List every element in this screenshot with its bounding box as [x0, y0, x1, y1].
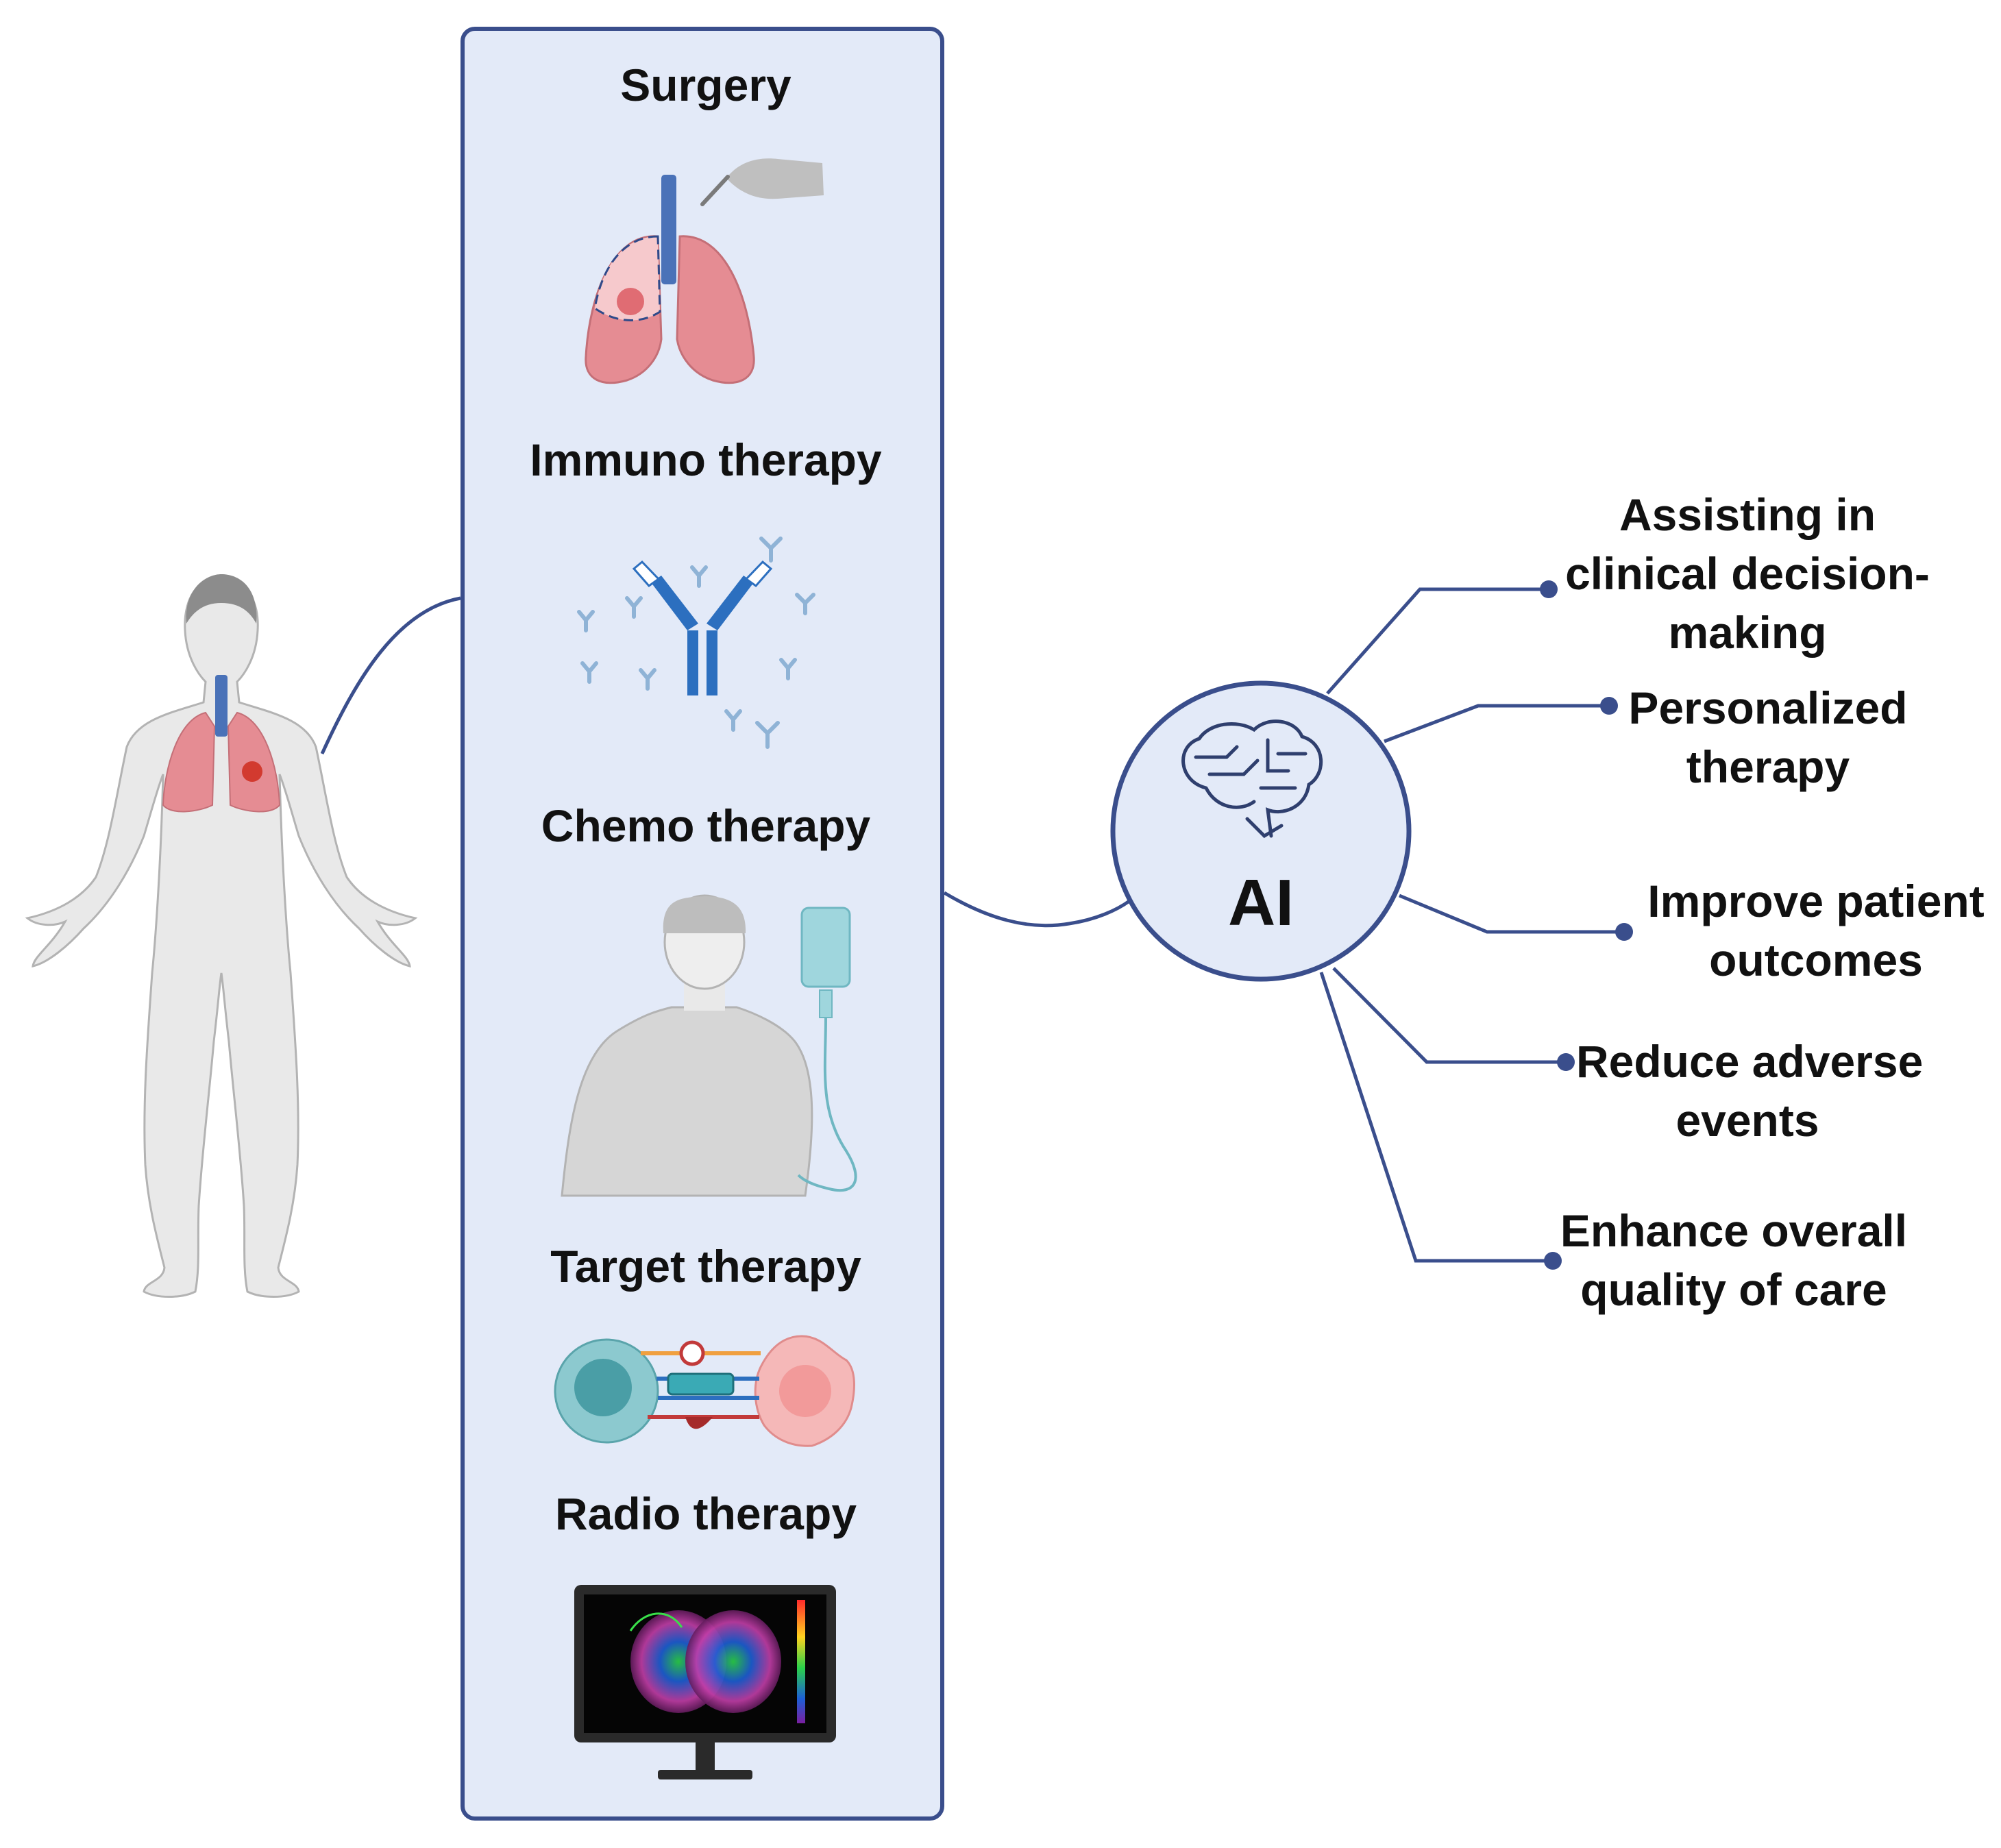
iv-chamber [819, 989, 833, 1018]
tumor [617, 288, 644, 315]
target-therapy-cells-icon [554, 1335, 855, 1447]
benefit-3-line-2: outcomes [1709, 935, 1923, 985]
main-antibody [632, 560, 773, 695]
ai-label: AI [1228, 866, 1294, 939]
branch-3-dot [1615, 923, 1633, 941]
chemotherapy-label: Chemo therapy [541, 800, 871, 851]
branch-5-line [1319, 972, 1551, 1263]
connectors [320, 587, 1622, 1263]
beanie [663, 896, 746, 933]
monitor-neck [696, 1742, 715, 1770]
benefit-4-line-2: events [1675, 1095, 1819, 1146]
right-lung [676, 235, 755, 384]
benefit-2-line-1: Personalized [1628, 682, 1908, 733]
branch-1-dot [1540, 580, 1558, 598]
scalpel [700, 175, 730, 206]
benefit-3-line-1: Improve patient [1647, 876, 1985, 926]
trachea [215, 675, 228, 737]
immunotherapy-label: Immuno therapy [530, 434, 882, 485]
benefit-1-line-1: Assisting in [1619, 489, 1876, 540]
monitor-base [658, 1770, 752, 1779]
antibody-icon [577, 537, 815, 749]
branch-2-dot [1600, 697, 1618, 715]
benefit-4-line-1: Reduce adverse [1576, 1036, 1924, 1087]
small-antibodies [577, 537, 815, 749]
panel-to-ai-connector [943, 891, 1131, 928]
target-therapy-label: Target therapy [550, 1241, 861, 1292]
chemo-patient-icon [561, 894, 857, 1197]
immune-cell-nucleus [574, 1359, 632, 1416]
iv-bag [800, 907, 851, 988]
ct-scan-right [685, 1610, 781, 1713]
branch-1-line [1326, 587, 1547, 695]
iv-line [797, 1017, 857, 1192]
patient-body [561, 1006, 813, 1197]
benefit-5-line-1: Enhance overall [1560, 1205, 1908, 1256]
ai-brain-icon [1181, 719, 1323, 839]
drug-molecule [667, 1372, 735, 1396]
color-scale [797, 1600, 805, 1723]
cancer-cell-nucleus [779, 1365, 831, 1417]
body-to-panel-connector [320, 596, 461, 755]
lung-surgery-icon [585, 158, 824, 384]
benefit-5-line-2: quality of care [1580, 1264, 1887, 1315]
hair [186, 574, 257, 624]
branch-4-line [1332, 967, 1564, 1064]
left-lung [162, 711, 216, 813]
radio-therapy-label: Radio therapy [554, 1488, 857, 1539]
benefit-1-line-2: clinical decision- [1565, 548, 1930, 599]
tumor [242, 761, 262, 782]
branch-2-line [1384, 704, 1607, 743]
branch-5-dot [1544, 1252, 1562, 1270]
branch-3-line [1399, 894, 1622, 934]
benefit-1-line-3: making [1668, 607, 1827, 658]
human-body-icon [25, 574, 418, 1298]
benefit-2-line-2: therapy [1686, 741, 1850, 792]
trachea [661, 175, 676, 284]
gloved-hand [726, 158, 824, 199]
surgery-label: Surgery [620, 60, 791, 110]
branch-4-dot [1557, 1053, 1575, 1071]
branch-end-dots [1540, 580, 1633, 1270]
ct-monitor-icon [574, 1585, 836, 1779]
